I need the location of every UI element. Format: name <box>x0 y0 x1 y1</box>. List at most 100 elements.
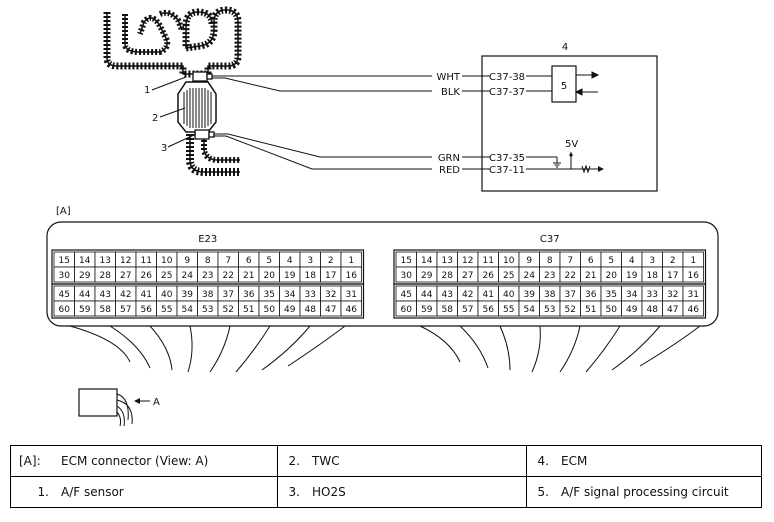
pin-block <box>51 283 365 319</box>
pin-number: 32 <box>667 290 678 300</box>
harness-fan <box>69 325 701 373</box>
pin-number: 6 <box>246 256 252 266</box>
legend-cell: 1.A/F sensor <box>10 476 278 508</box>
pin-number: 4 <box>287 256 293 266</box>
pin-number: 36 <box>585 290 597 300</box>
callout-3: 3 <box>161 133 197 154</box>
pin-number: 30 <box>401 271 413 281</box>
pin-number: 36 <box>243 290 255 300</box>
pin-number: 34 <box>626 290 638 300</box>
pin-number: 3 <box>649 256 655 266</box>
legend-cell: 5.A/F signal processing circuit <box>526 476 762 508</box>
pin-number: 60 <box>59 305 71 315</box>
pin-number: 21 <box>585 271 596 281</box>
pin-number: 18 <box>305 271 317 281</box>
pin-number: 60 <box>401 305 413 315</box>
pin-number: 46 <box>346 305 358 315</box>
pin-number: 47 <box>667 305 678 315</box>
pin-number: 3 <box>307 256 313 266</box>
svg-text:2: 2 <box>152 113 158 124</box>
svg-text:5: 5 <box>561 81 567 92</box>
pin-number: 13 <box>100 256 111 266</box>
pin-number: 41 <box>141 290 152 300</box>
pin-number: 52 <box>223 305 234 315</box>
pin-number: 45 <box>401 290 412 300</box>
pin-number: 47 <box>325 305 336 315</box>
legend-row: 1.A/F sensor 3.HO2S 5.A/F signal process… <box>10 476 762 508</box>
pin-cell <box>682 266 704 283</box>
legend-cell: 4.ECM <box>526 445 762 477</box>
connector-housing <box>46 221 719 327</box>
pin-number: 24 <box>182 271 194 281</box>
connector-name: C37 <box>540 234 560 245</box>
pin-number: 59 <box>421 305 433 315</box>
pin-number: 37 <box>223 290 234 300</box>
pin-number: 26 <box>483 271 495 281</box>
pin-number: 37 <box>565 290 576 300</box>
pin-number: 58 <box>100 305 112 315</box>
pin-number: 12 <box>120 256 131 266</box>
pin-number: 56 <box>141 305 153 315</box>
pin-number: 23 <box>202 271 213 281</box>
pin-number: 27 <box>462 271 473 281</box>
twc-converter <box>177 81 217 133</box>
pin-number: 18 <box>647 271 659 281</box>
pin-number: 51 <box>585 305 596 315</box>
connector-view-icon: A <box>78 388 160 427</box>
pin-number: 16 <box>346 271 358 281</box>
pin-number: 19 <box>284 271 296 281</box>
legend-cell: [A]:ECM connector (View: A) <box>10 445 278 477</box>
view-a-label: [A] <box>56 206 71 217</box>
wiring-diagram: 1 2 3 WHT BLK GRN RED C37-38 C37-37 C37-… <box>46 6 719 427</box>
pin-number: 50 <box>264 305 276 315</box>
pin-number: 42 <box>462 290 473 300</box>
legend-cell: 2.TWC <box>277 445 527 477</box>
pin-number: 41 <box>483 290 494 300</box>
pin-number: 20 <box>264 271 276 281</box>
pin-number: 14 <box>79 256 91 266</box>
ecm-box: 4 5 5V <box>481 42 658 192</box>
svg-text:C37-38: C37-38 <box>489 72 525 83</box>
pin-number: 26 <box>141 271 153 281</box>
pin-number: 38 <box>202 290 214 300</box>
pin-number: 50 <box>606 305 618 315</box>
pin-number: 28 <box>100 271 112 281</box>
pin-number: 6 <box>588 256 594 266</box>
pin-number: 53 <box>544 305 555 315</box>
pin-cell <box>340 300 362 317</box>
pin-cell <box>682 300 704 317</box>
pin-number: 8 <box>547 256 553 266</box>
pin-number: 55 <box>161 305 172 315</box>
pin-number: 35 <box>606 290 617 300</box>
pin-number: 25 <box>503 271 514 281</box>
pin-number: 58 <box>442 305 454 315</box>
pin-number: 1 <box>690 256 696 266</box>
pin-number: 22 <box>565 271 576 281</box>
wire-labels: WHT BLK GRN RED C37-38 C37-37 C37-35 C37… <box>436 72 525 176</box>
pin-number: 11 <box>483 256 494 266</box>
pin-number: 2 <box>670 256 676 266</box>
svg-text:5V: 5V <box>565 139 578 150</box>
pin-number: 5 <box>608 256 614 266</box>
legend-cell: 3.HO2S <box>277 476 527 508</box>
pin-number: 21 <box>243 271 254 281</box>
pin-number: 4 <box>629 256 635 266</box>
pin-number: 57 <box>120 305 131 315</box>
pin-number: 40 <box>161 290 173 300</box>
pin-number: 33 <box>305 290 316 300</box>
pin-number: 15 <box>59 256 70 266</box>
pin-number: 10 <box>161 256 173 266</box>
pin-number: 39 <box>182 290 194 300</box>
pin-number: 31 <box>688 290 699 300</box>
pin-number: 1 <box>348 256 354 266</box>
pin-number: 31 <box>346 290 357 300</box>
svg-text:C37-35: C37-35 <box>489 153 525 164</box>
pin-number: 46 <box>688 305 700 315</box>
pin-number: 32 <box>325 290 336 300</box>
pin-number: 49 <box>284 305 296 315</box>
pin-number: 42 <box>120 290 131 300</box>
pin-number: 34 <box>284 290 296 300</box>
pin-number: 20 <box>606 271 618 281</box>
svg-text:GRN: GRN <box>438 153 460 164</box>
